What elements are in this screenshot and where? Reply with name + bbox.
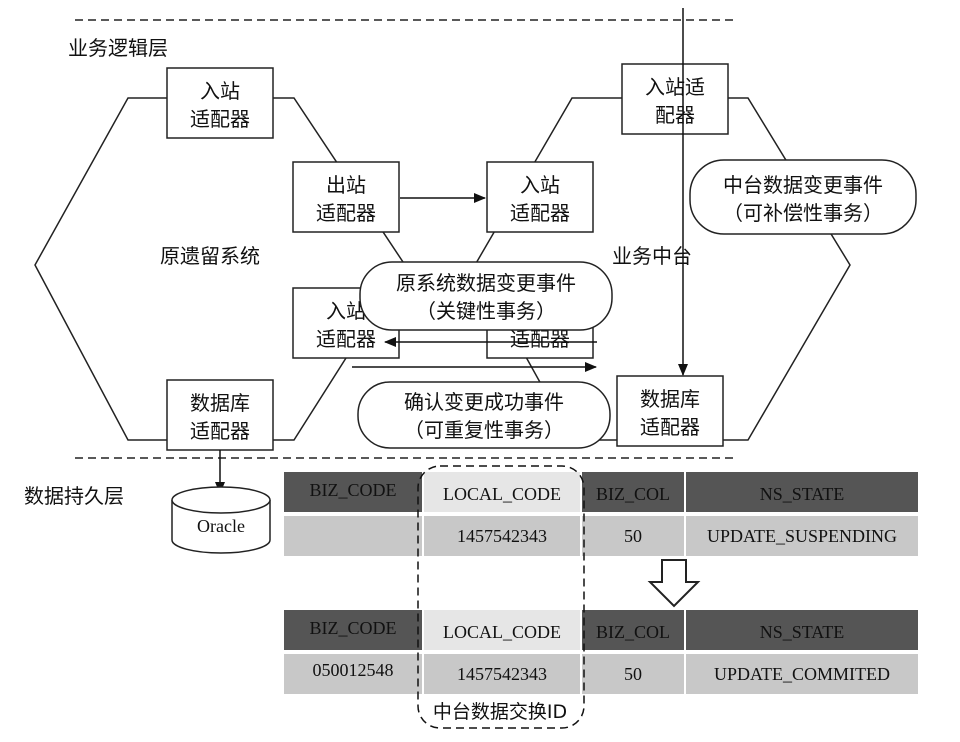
- svg-text:中台数据变更事件: 中台数据变更事件: [723, 173, 883, 197]
- cell-biz-col: 50: [624, 526, 642, 546]
- cell-biz-col: 50: [624, 664, 642, 684]
- legacy-data-change-event: 原系统数据变更事件 （关键性事务）: [359, 261, 613, 331]
- svg-text:适配器: 适配器: [316, 327, 376, 351]
- svg-text:数据库: 数据库: [190, 391, 250, 415]
- cell-local-code: 1457542343: [457, 526, 547, 546]
- svg-text:适配器: 适配器: [190, 419, 250, 443]
- header-biz-code: BIZ_CODE: [310, 618, 397, 638]
- middle-inbound-adapter-top: 入站适 配器: [621, 63, 729, 135]
- svg-text:原系统数据变更事件: 原系统数据变更事件: [396, 271, 576, 295]
- oracle-database: Oracle: [171, 486, 271, 554]
- svg-text:适配器: 适配器: [190, 107, 250, 131]
- header-local-code: LOCAL_CODE: [443, 622, 561, 642]
- svg-text:适配器: 适配器: [510, 201, 570, 225]
- exchange-id-label: 中台数据交换ID: [433, 701, 567, 723]
- header-biz-code: BIZ_CODE: [310, 480, 397, 500]
- oracle-label: Oracle: [197, 516, 245, 536]
- svg-text:适配器: 适配器: [510, 327, 570, 351]
- cell-biz-code: 050012548: [313, 660, 394, 680]
- svg-text:数据库: 数据库: [640, 387, 700, 411]
- legacy-outbound-adapter: 出站 适配器: [292, 161, 400, 233]
- middle-db-adapter: 数据库 适配器: [616, 375, 724, 447]
- cell-local-code: 1457542343: [457, 664, 547, 684]
- svg-text:（关键性事务）: （关键性事务）: [416, 299, 556, 323]
- legacy-inbound-adapter-top: 入站 适配器: [166, 67, 274, 139]
- persistence-layer-label: 数据持久层: [24, 484, 124, 508]
- header-ns-state: NS_STATE: [760, 484, 845, 504]
- legacy-db-adapter: 数据库 适配器: [166, 379, 274, 451]
- svg-text:配器: 配器: [655, 103, 695, 127]
- middle-platform-label: 业务中台: [612, 244, 692, 268]
- table-before: BIZ_CODE LOCAL_CODE BIZ_COL NS_STATE 145…: [284, 472, 918, 556]
- table-after: BIZ_CODE LOCAL_CODE BIZ_COL NS_STATE 050…: [284, 610, 918, 694]
- svg-text:（可重复性事务）: （可重复性事务）: [404, 418, 564, 442]
- svg-text:出站: 出站: [326, 173, 366, 197]
- svg-text:确认变更成功事件: 确认变更成功事件: [404, 390, 564, 414]
- svg-text:适配器: 适配器: [640, 415, 700, 439]
- middle-data-change-event: 中台数据变更事件 （可补偿性事务）: [689, 159, 917, 235]
- header-biz-col: BIZ_COL: [596, 622, 670, 642]
- svg-text:入站: 入站: [520, 173, 560, 197]
- legacy-inbound-adapter-bottom: 入站 适配器: [292, 287, 400, 359]
- legacy-system-hexagon: [34, 97, 406, 441]
- header-biz-col: BIZ_COL: [596, 484, 670, 504]
- header-local-code: LOCAL_CODE: [443, 484, 561, 504]
- exchange-id-highlight: [417, 465, 585, 729]
- svg-text:入站: 入站: [200, 79, 240, 103]
- svg-text:入站: 入站: [326, 299, 366, 323]
- middle-inbound-adapter: 入站 适配器: [486, 161, 594, 233]
- cell-ns-state: UPDATE_COMMITED: [714, 664, 890, 684]
- svg-text:（可补偿性事务）: （可补偿性事务）: [723, 201, 883, 225]
- confirm-change-event: 确认变更成功事件 （可重复性事务）: [357, 381, 611, 449]
- legacy-system-label: 原遗留系统: [160, 244, 260, 268]
- transition-down-arrow: [647, 559, 701, 608]
- header-ns-state: NS_STATE: [760, 622, 845, 642]
- svg-text:入站适: 入站适: [645, 75, 705, 99]
- business-layer-label: 业务逻辑层: [68, 36, 168, 60]
- svg-text:适配器: 适配器: [316, 201, 376, 225]
- cell-ns-state: UPDATE_SUSPENDING: [707, 526, 897, 546]
